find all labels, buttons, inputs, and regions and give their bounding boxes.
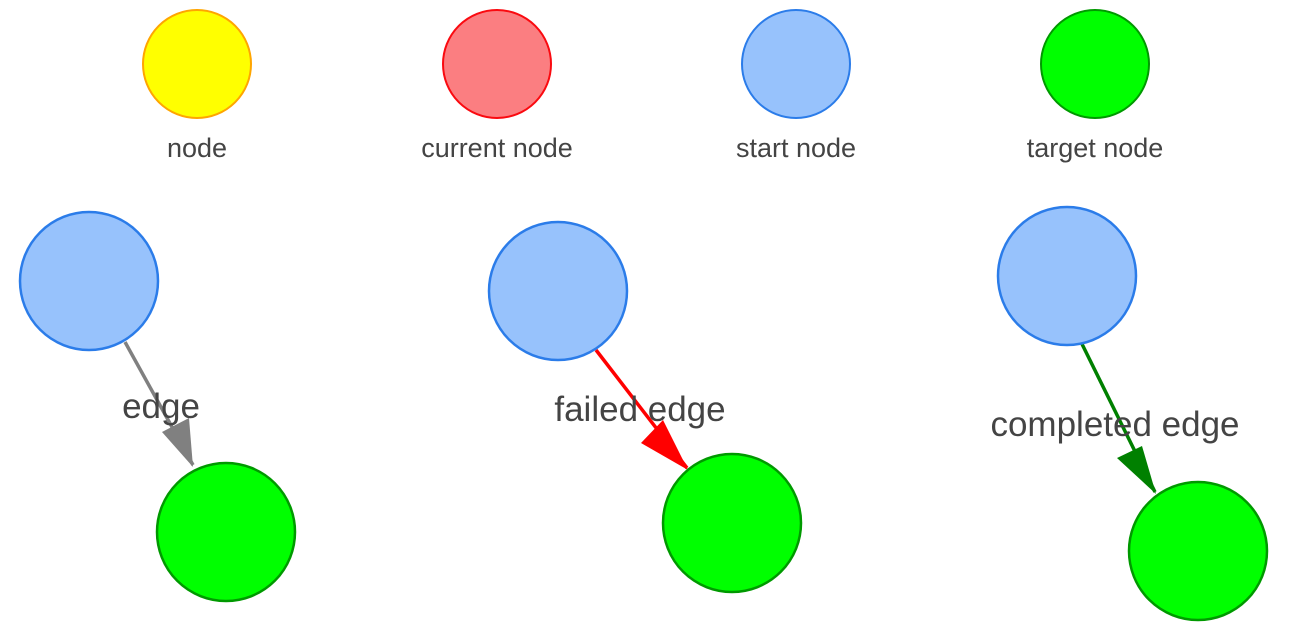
completed-edge-label: completed edge [990,405,1239,444]
edge-start-node[interactable] [18,210,160,352]
legend-target-node-item[interactable]: target node [1027,9,1164,163]
legend-node-item[interactable]: node [142,9,252,163]
failed-edge-label: failed edge [554,390,725,429]
edge-label: edge [122,387,200,426]
completed-edge-start-node[interactable] [996,205,1138,347]
failed-edge-target-node[interactable] [661,452,803,594]
edge-target-node[interactable] [155,461,297,603]
edge-example[interactable]: edge [18,210,297,603]
legend-target-node-circle[interactable] [1040,9,1150,119]
failed-edge-arrowhead [641,420,688,470]
legend-target-node-label: target node [1027,133,1164,163]
legend-start-node-label: start node [736,133,856,163]
failed-edge-start-node[interactable] [487,220,629,362]
legend-current-node-item[interactable]: current node [421,9,573,163]
failed-edge-example[interactable]: failed edge [487,220,803,594]
legend-node-label: node [167,133,227,163]
legend-start-node-circle[interactable] [741,9,851,119]
edge-arrowhead [162,418,193,467]
completed-edge-target-node[interactable] [1127,480,1269,622]
legend-current-node-circle[interactable] [442,9,552,119]
legend-node-circle[interactable] [142,9,252,119]
legend-start-node-item[interactable]: start node [736,9,856,163]
legend-current-node-label: current node [421,133,573,163]
completed-edge-example[interactable]: completed edge [990,205,1269,622]
completed-edge-arrowhead [1117,446,1156,494]
